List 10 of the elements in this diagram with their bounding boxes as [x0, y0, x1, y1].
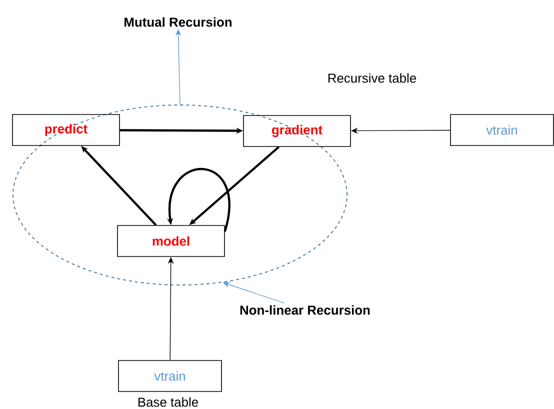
process-box: predict	[12, 114, 120, 146]
table-box: vtrain	[450, 114, 554, 146]
process-box: gradient	[243, 115, 351, 147]
annotation-text: Mutual Recursion	[124, 17, 232, 27]
table-box: vtrain	[118, 360, 222, 392]
dashed-ellipse	[12, 104, 348, 286]
annotation-text: Non-linear Recursion	[240, 305, 370, 315]
process-box: model	[117, 225, 225, 257]
caption-text: Recursive table	[328, 73, 416, 83]
caption-text: Base table	[138, 397, 198, 407]
